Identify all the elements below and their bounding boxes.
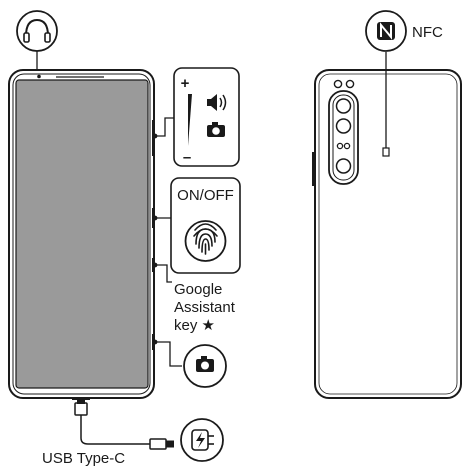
usb-cable [74,400,174,450]
phone-screen [15,79,149,389]
phone-front-bezel [12,73,151,395]
volume-wedge-icon [188,94,192,146]
volume-callout-box: + – [173,67,240,167]
assistant-label-line2: Assistant [174,299,236,316]
speaker-icon [207,94,227,111]
assistant-label-line1: Google [174,281,222,298]
power-dot [152,215,158,221]
usb-type-c-label: USB Type-C [42,450,125,467]
usb-port [72,397,90,400]
assistant-label-line3: key ★ [174,317,215,334]
headphone-icon [16,10,58,52]
charger-icon [180,418,224,462]
power-callout-box: ON/OFF [170,177,241,274]
phone-back [312,69,462,399]
on-off-label: ON/OFF [177,187,234,204]
volume-minus-label: – [183,149,191,166]
volume-dot [152,133,158,139]
camera-button-icon [183,344,227,388]
phone-back-inner-edge [318,73,458,395]
fingerprint-icon [184,220,227,262]
assistant-dot [152,262,158,268]
assistant-leader [155,264,172,283]
volume-leader [155,117,176,137]
camera-icon [207,122,225,137]
nfc-icon [365,10,407,52]
shutter-leader [155,341,182,367]
nfc-label: NFC [412,24,443,41]
front-camera [37,74,41,79]
phone-front [8,69,155,400]
volume-plus-label: + [181,75,190,92]
back-side-button [312,152,315,186]
rear-camera-module [328,79,359,185]
shutter-dot [152,339,158,345]
side-button-volume [152,120,155,156]
